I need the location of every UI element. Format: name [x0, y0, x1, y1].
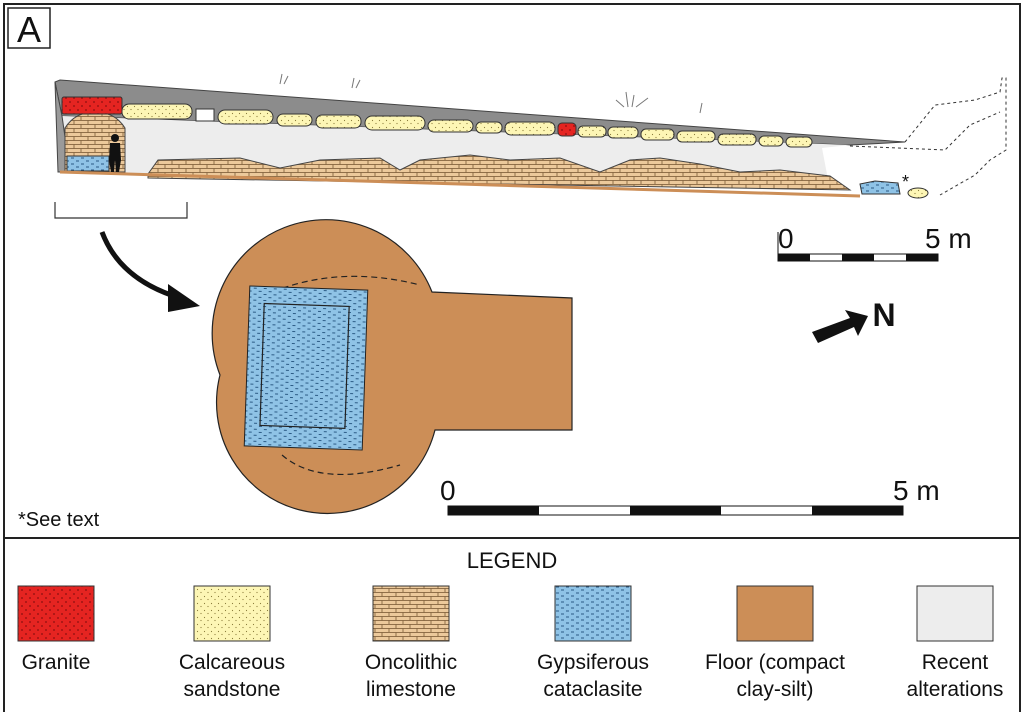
- plan-scale-bar: 0 5 m: [440, 475, 940, 516]
- legend-label-gypsum-2: cataclasite: [543, 678, 642, 701]
- north-label: N: [872, 297, 895, 333]
- legend-swatch-sandstone: [193, 585, 271, 642]
- gypsum-block-left: [66, 155, 110, 172]
- plan-view: [211, 219, 573, 515]
- legend-floor: Floor (compact clay-silt): [705, 585, 845, 701]
- sandstone-blocks: [121, 103, 813, 148]
- plan-scale-start: 0: [440, 475, 456, 506]
- legend-title: LEGEND: [467, 548, 557, 573]
- legend-sandstone: Calcareous sandstone: [179, 585, 285, 701]
- legend-label-gypsum-1: Gypsiferous: [537, 651, 649, 674]
- legend-label-floor-1: Floor (compact: [705, 651, 845, 674]
- cross-section: *: [54, 73, 1007, 219]
- granite-block-middle: [557, 122, 577, 137]
- legend-label-recent-2: alterations: [907, 678, 1004, 701]
- gypsum-block-right: [859, 180, 901, 195]
- footnote: *See text: [18, 509, 100, 531]
- curved-arrow-head-icon: [168, 284, 200, 312]
- legend-granite: Granite: [17, 585, 95, 674]
- gypsum-slab: [243, 285, 369, 451]
- figure-frame: [3, 3, 1021, 712]
- legend-swatch-granite: [17, 585, 95, 642]
- person-silhouette-icon: [109, 134, 121, 172]
- legend-limestone: Oncolithic limestone: [365, 585, 457, 701]
- legend-recent: Recent alterations: [907, 585, 1004, 701]
- panel-label: A: [17, 9, 41, 50]
- legend-gypsum: Gypsiferous cataclasite: [537, 585, 649, 701]
- legend-label-limestone-2: limestone: [366, 678, 456, 701]
- dashed-outline-top: [254, 275, 421, 301]
- legend-label-limestone-1: Oncolithic: [365, 651, 457, 674]
- curved-arrow-icon: [99, 231, 181, 301]
- dashed-outline-bottom: [281, 454, 401, 476]
- north-arrow-icon: [812, 310, 868, 343]
- section-scale-start: 0: [778, 223, 794, 254]
- legend-label-recent-1: Recent: [922, 651, 989, 674]
- legend-label-sandstone-2: sandstone: [184, 678, 281, 701]
- panel-label-box: [7, 7, 51, 49]
- legend-label-floor-2: clay-silt): [737, 678, 814, 701]
- gypsum-slab-inner: [259, 302, 350, 430]
- legend-swatch-gypsum: [554, 585, 632, 642]
- sandstone-small-right: [907, 187, 929, 199]
- granite-block-left: [61, 96, 123, 115]
- legend-swatch-recent: [916, 585, 994, 642]
- asterisk-marker: *: [902, 172, 909, 192]
- legend-label-granite: Granite: [22, 651, 91, 674]
- section-scale-bar: 0 5 m: [777, 223, 972, 262]
- section-scale-end: 5 m: [925, 223, 972, 254]
- entrance-outline: [849, 77, 1007, 196]
- legend-label-sandstone-1: Calcareous: [179, 651, 285, 674]
- legend-swatch-floor: [736, 585, 814, 642]
- floor-line: [59, 170, 861, 198]
- legend-swatch-limestone: [372, 585, 450, 642]
- vegetation-icon: [279, 73, 703, 114]
- limestone-floor-mounds: [147, 154, 852, 191]
- plan-bracket: [54, 202, 188, 219]
- plan-scale-end: 5 m: [893, 475, 940, 506]
